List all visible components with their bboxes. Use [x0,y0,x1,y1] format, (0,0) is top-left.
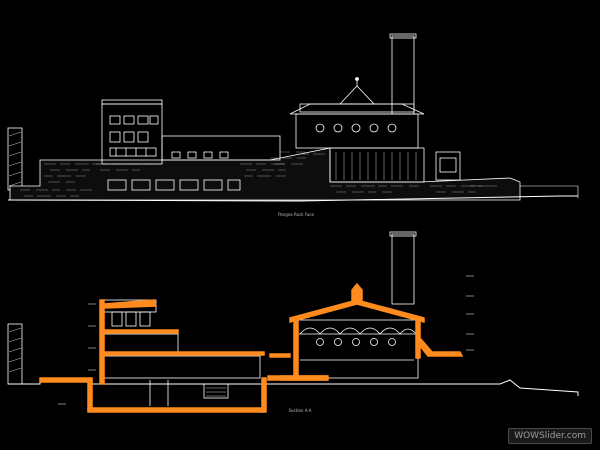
cut-basement-wall-right [261,377,267,413]
chimney-tower [389,33,417,115]
cut-basement-floor [87,407,265,413]
cut-ground-slab-left [39,377,93,383]
section-cut-fills [39,282,464,413]
elevation-caption: Pangea Rock Face [278,212,314,217]
elevation-left-wall-hatch [8,131,22,187]
level-markers [58,275,474,405]
section-caption: Section A-A [289,408,312,413]
elevation-drawing [7,33,579,202]
section-chimney [389,231,417,305]
right-end-block [435,151,461,181]
cut-wall-left-block [99,299,105,385]
domed-pavilion [289,77,425,183]
watermark-badge[interactable]: WOWSlider.com [508,428,592,444]
cut-pavilion-wall-left [293,317,299,379]
cut-floor-2 [103,351,265,356]
cut-floor-step [269,353,291,358]
cut-lower-slab-right [281,375,327,381]
elevation-ground-line [7,195,578,202]
left-building-block [101,99,163,165]
stone-base [9,147,521,201]
cut-pavilion-lantern [351,282,363,301]
middle-building-volume [161,135,281,161]
cut-basement-wall-left [87,379,93,411]
cut-floor-1 [103,329,179,334]
base-openings [107,179,241,191]
cut-right-terrace [419,335,464,357]
